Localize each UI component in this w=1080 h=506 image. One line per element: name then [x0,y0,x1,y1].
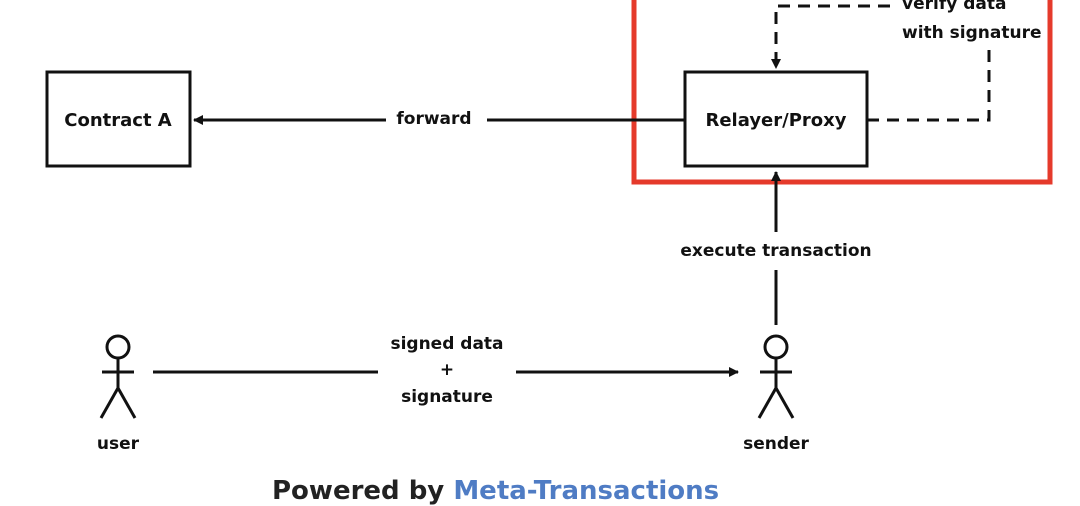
execute-edge: execute transaction [680,171,872,325]
verify-edge: verify data with signature [771,0,1042,122]
meta-transaction-diagram: Contract A Relayer/Proxy forward verify … [45,0,1053,454]
relayer-label: Relayer/Proxy [705,110,846,131]
signed-data-edge: signed data + signature [153,334,739,407]
footer-caption: Powered by Meta-Transactions [272,476,719,506]
execute-label: execute transaction [680,241,871,261]
signed-label-line1: signed data [390,334,503,354]
contract-a-node: Contract A [45,70,192,168]
sender-label: sender [743,434,809,454]
relayer-node: Relayer/Proxy [683,70,869,168]
verify-label-line2: with signature [902,23,1042,43]
highlight-frame [631,0,1053,185]
contract-a-label: Contract A [64,110,172,131]
verify-label-line1: verify data [902,0,1006,14]
signed-label-line2: signature [401,387,493,407]
sender-figure [757,334,795,419]
signed-label-plus: + [440,360,454,380]
user-figure [99,334,137,419]
footer-link[interactable]: Meta-Transactions [453,476,720,506]
forward-edge: forward [193,109,685,129]
forward-label: forward [396,109,471,129]
user-label: user [97,434,140,454]
footer-prefix: Powered by [272,476,445,506]
